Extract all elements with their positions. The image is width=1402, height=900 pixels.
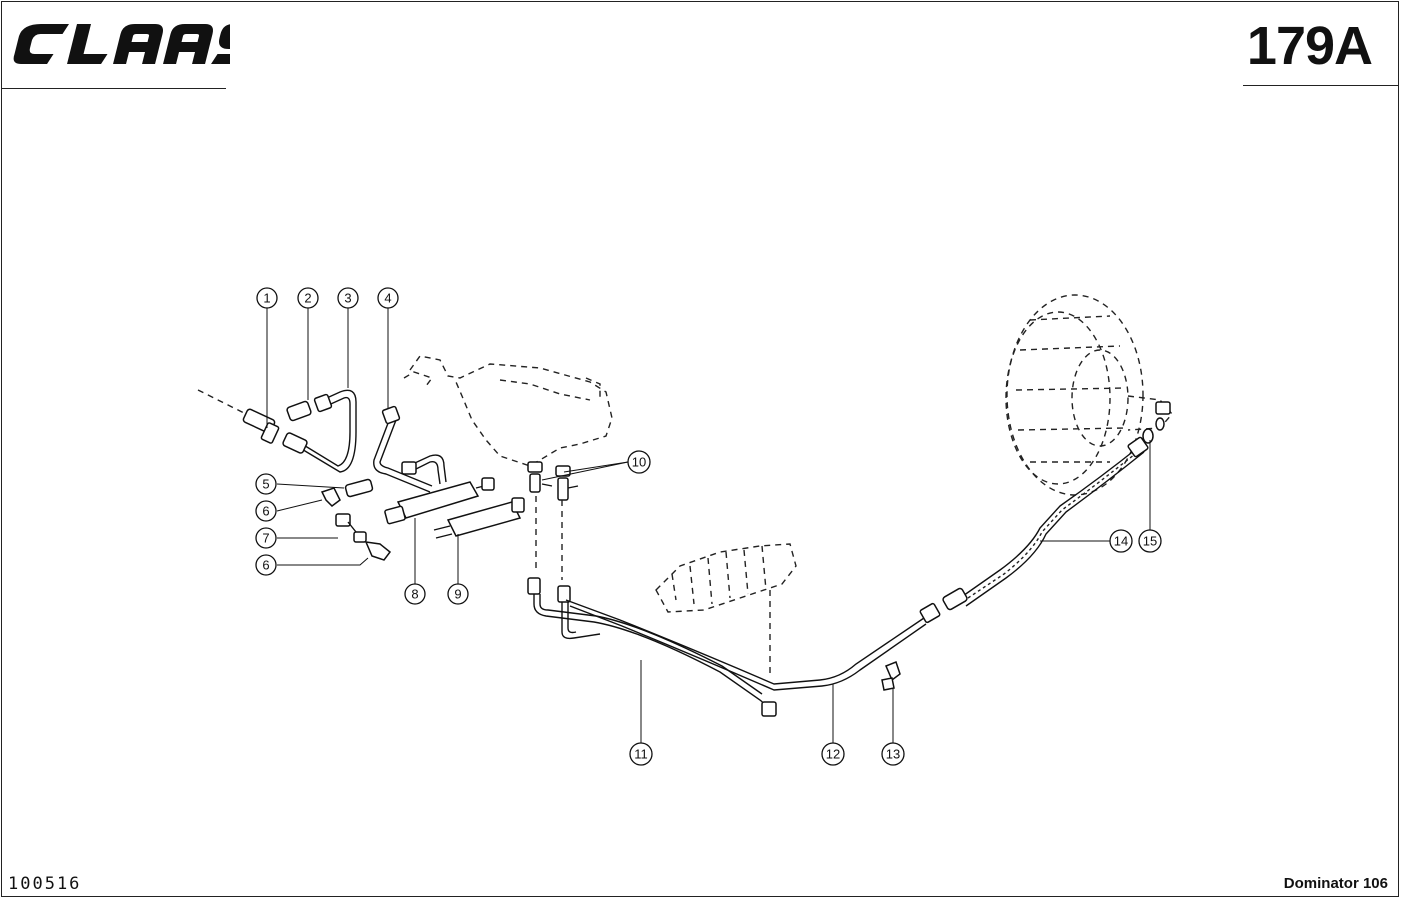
logo-underline xyxy=(2,88,226,89)
callout-11: 11 xyxy=(629,742,653,766)
svg-text:10: 10 xyxy=(632,455,646,470)
svg-text:3: 3 xyxy=(344,291,351,306)
callout-1: 1 xyxy=(256,287,278,309)
leader-lines xyxy=(266,308,1151,744)
claas-logo xyxy=(13,24,230,64)
svg-text:7: 7 xyxy=(262,531,269,546)
part-6-elbow xyxy=(320,487,341,507)
connection-line-10 xyxy=(535,496,563,580)
callout-4: 4 xyxy=(377,287,399,309)
callout-6: 6 xyxy=(255,500,277,522)
part-13-clip xyxy=(881,661,901,691)
part-9-brake-cylinder xyxy=(433,497,525,539)
part-14-brake-hose xyxy=(942,436,1149,611)
part-15-sealing-ring xyxy=(1142,401,1171,444)
svg-text:14: 14 xyxy=(1114,534,1128,549)
page-number: 179A xyxy=(1246,16,1373,76)
svg-text:1: 1 xyxy=(263,291,270,306)
svg-text:5: 5 xyxy=(262,477,269,492)
callout-5: 5 xyxy=(255,473,277,495)
part-10-tee-fittings xyxy=(527,461,579,501)
page-number-underline xyxy=(1243,85,1399,86)
document-code: 100516 xyxy=(8,874,82,894)
callout-8: 8 xyxy=(404,583,426,605)
callout-15: 15 xyxy=(1138,529,1162,553)
callout-3: 3 xyxy=(337,287,359,309)
callout-2: 2 xyxy=(297,287,319,309)
svg-text:11: 11 xyxy=(634,747,648,762)
svg-text:13: 13 xyxy=(886,747,900,762)
callout-7: 7 xyxy=(255,527,277,549)
center-axis-line xyxy=(197,389,247,415)
callout-9: 9 xyxy=(447,583,469,605)
svg-text:6: 6 xyxy=(262,558,269,573)
part-12-brake-pipe xyxy=(557,585,941,691)
svg-text:6: 6 xyxy=(262,504,269,519)
callout-13: 13 xyxy=(881,742,905,766)
callout-12: 12 xyxy=(821,742,845,766)
part-2-union-nut xyxy=(286,400,312,422)
part-8-brake-cylinder xyxy=(384,477,495,525)
svg-text:2: 2 xyxy=(304,291,311,306)
wheel-outline xyxy=(1005,294,1173,496)
part-4-brake-pipe xyxy=(373,405,447,493)
part-5-adapter xyxy=(344,478,374,498)
callout-10: 10 xyxy=(627,450,651,474)
svg-text:9: 9 xyxy=(454,587,461,602)
part-3-brake-pipe xyxy=(282,389,357,473)
callout-14: 14 xyxy=(1109,529,1133,553)
part-7-pipe xyxy=(335,513,367,543)
svg-text:4: 4 xyxy=(384,291,391,306)
spring-unit-outline xyxy=(655,543,797,676)
valve-block-outline xyxy=(403,355,613,467)
svg-text:8: 8 xyxy=(411,587,418,602)
model-name: Dominator 106 xyxy=(1283,875,1388,892)
part-1-tee-fitting xyxy=(242,408,280,444)
part-6-elbow-lower xyxy=(364,541,392,561)
svg-text:12: 12 xyxy=(826,747,840,762)
callout-6-lower: 6 xyxy=(255,554,277,576)
svg-text:15: 15 xyxy=(1143,534,1157,549)
